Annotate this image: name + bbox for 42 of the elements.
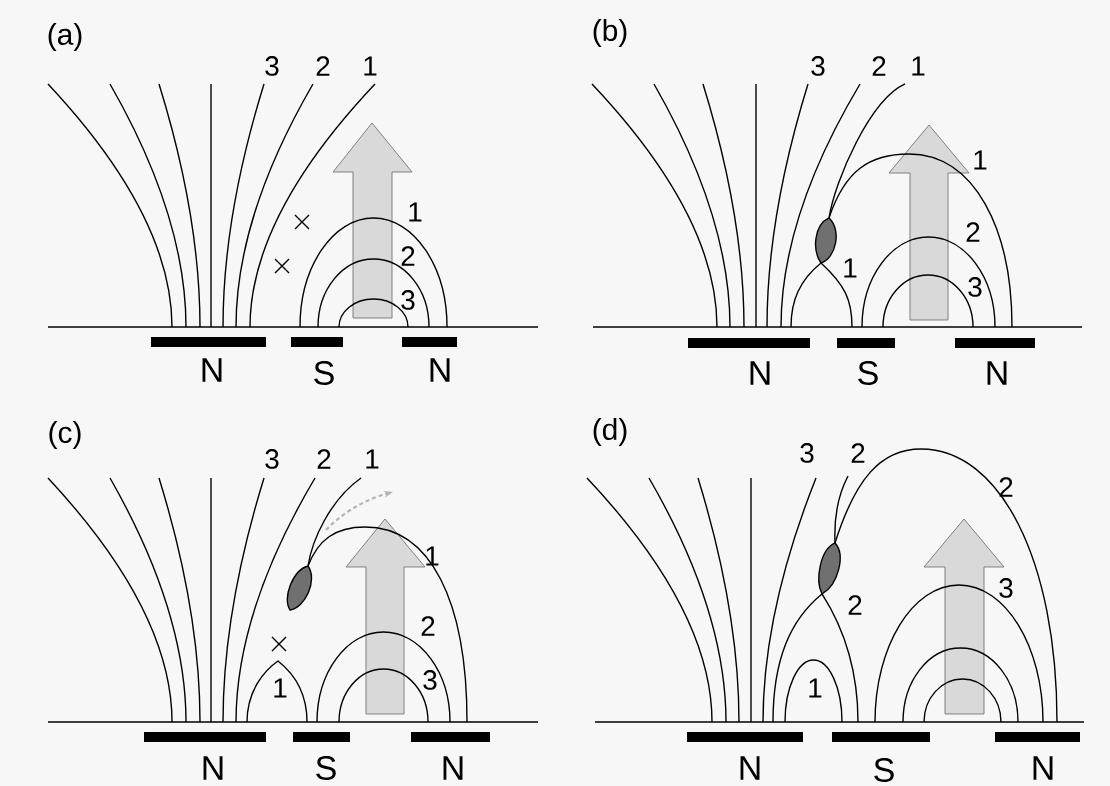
field-line-number: 3	[401, 290, 415, 310]
field-line-number: 1	[364, 56, 377, 76]
field-line-number: 2	[401, 246, 415, 266]
field-line-number: 1	[974, 150, 987, 170]
field-line-number: 3	[265, 56, 279, 76]
field-line-number: 3	[423, 670, 437, 690]
pole-label: N	[750, 361, 770, 385]
field-line-number: 1	[426, 546, 439, 566]
field-line-number: 1	[274, 678, 287, 698]
pole-label: N	[202, 358, 222, 382]
pole-label: S	[874, 758, 894, 782]
field-line-number: 2	[999, 477, 1013, 497]
pole-label: S	[314, 361, 334, 385]
field-line-number: 3	[265, 449, 279, 469]
field-line-number: 2	[872, 56, 886, 76]
pole-label: N	[740, 756, 760, 780]
field-line-number: 2	[317, 449, 331, 469]
panel-label: (d)	[593, 418, 627, 446]
field-line-number: 3	[800, 443, 814, 463]
field-line-number: 2	[848, 595, 862, 615]
field-line-number: 2	[966, 222, 980, 242]
field-line-number: 3	[968, 277, 982, 297]
pole-label: N	[443, 756, 463, 780]
field-line-number: 2	[851, 443, 865, 463]
pole-label: S	[858, 361, 878, 385]
pole-label: S	[316, 756, 336, 780]
field-line-number: 3	[811, 56, 825, 76]
pole-label: N	[430, 358, 450, 382]
field-line-number: 1	[809, 678, 822, 698]
field-line-number: 2	[421, 616, 435, 636]
panel-label: (c)	[49, 421, 81, 449]
field-line-number: 1	[912, 56, 925, 76]
panel-label: (a)	[48, 23, 82, 51]
field-line-number: 1	[409, 202, 422, 222]
pole-label: N	[203, 756, 223, 780]
field-line-number: 1	[366, 449, 379, 469]
field-line-number: 2	[316, 56, 330, 76]
pole-label: N	[1033, 756, 1053, 780]
field-line-number: 1	[844, 258, 857, 278]
pole-label: N	[987, 361, 1007, 385]
panel-label: (b)	[593, 19, 627, 47]
field-line-number: 3	[999, 578, 1013, 598]
